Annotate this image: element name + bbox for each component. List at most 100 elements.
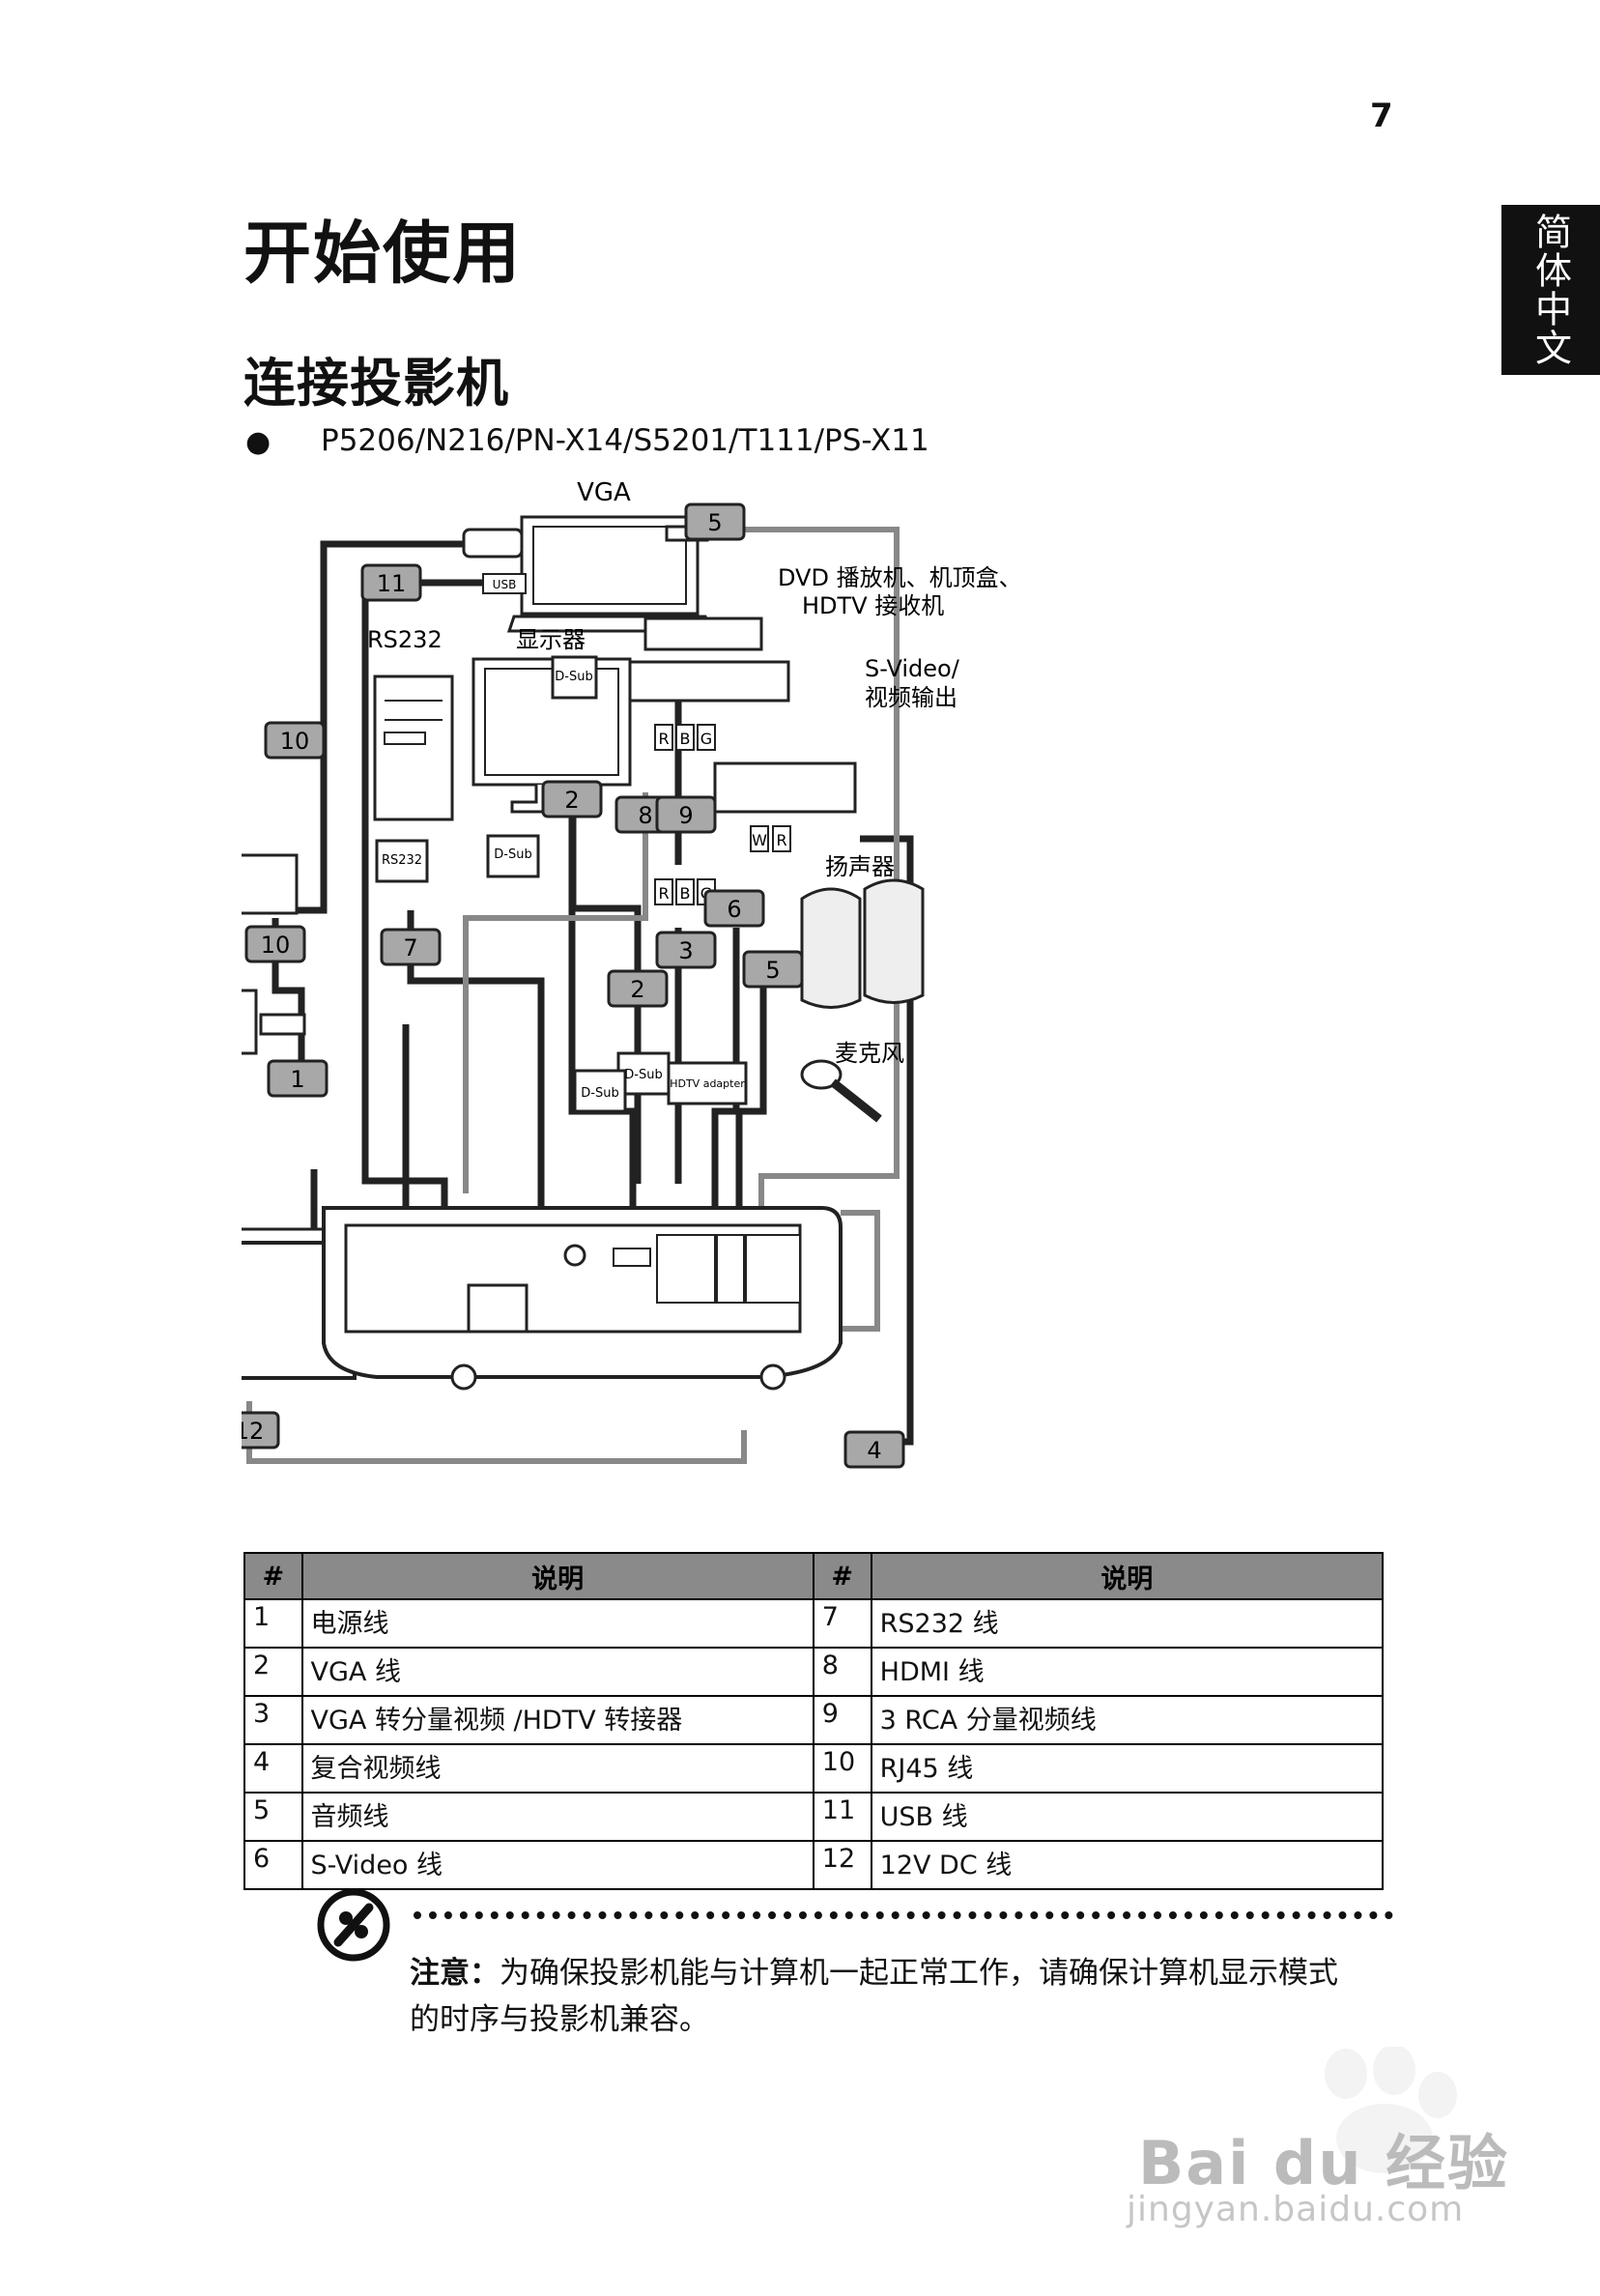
table-row: 3 VGA 转分量视频 /HDTV 转接器 9 3 RCA 分量视频线	[243, 1695, 1385, 1745]
plug-w: W	[752, 831, 767, 849]
label-dsub-1: D-Sub	[555, 670, 592, 684]
note-divider	[414, 1911, 1393, 1919]
cable-badge-number: 7	[403, 934, 417, 961]
cable-badge-c11: 11	[360, 563, 422, 602]
cable-badge-number: 10	[280, 728, 310, 755]
plug-b1: B	[680, 730, 691, 748]
cell-desc: RS232 线	[870, 1598, 1385, 1649]
watermark-url: jingyan.baidu.com	[1127, 2190, 1465, 2229]
label-rs232: RS232	[367, 626, 443, 653]
cell-desc: VGA 转分量视频 /HDTV 转接器	[300, 1695, 814, 1745]
cell-num: 2	[243, 1647, 303, 1697]
header-desc-1: 说明	[300, 1552, 814, 1600]
microphone	[800, 1059, 882, 1123]
cell-num: 10	[812, 1743, 872, 1794]
label-dvd: DVD 播放机、机顶盒、	[778, 564, 1022, 591]
plug-r2: R	[658, 884, 669, 903]
label-monitor: 显示器	[516, 626, 586, 653]
language-tab: 简体中文	[1501, 205, 1600, 375]
cable-badge-number: 3	[678, 937, 693, 964]
cell-desc: USB 线	[870, 1792, 1385, 1842]
computer-tower	[373, 674, 454, 821]
cell-num: 8	[812, 1647, 872, 1697]
label-hdtv: HDTV 接收机	[802, 592, 944, 619]
cable-badge-c9: 9	[655, 795, 717, 834]
label-dsub-3: D-Sub	[624, 1068, 662, 1082]
label-hdtv-adapter: HDTV adapter	[670, 1077, 745, 1090]
cell-desc: 复合视频线	[300, 1743, 814, 1794]
cable-badge-number: 11	[377, 570, 407, 597]
label-mic: 麦克风	[835, 1040, 904, 1067]
laptop-device	[506, 515, 713, 633]
table-row: 4 复合视频线 10 RJ45 线	[243, 1743, 1385, 1794]
watermark-brand: Bai du 经验	[1138, 2128, 1510, 2198]
dsub-connectors	[375, 655, 748, 1113]
cell-num: 3	[243, 1695, 303, 1745]
rca-plugs	[654, 724, 791, 905]
note-icon	[317, 1888, 390, 1962]
note-body: 为确保投影机能与计算机一起正常工作，请确保计算机显示模式的时序与投影机兼容。	[410, 1956, 1338, 2037]
cable-badge-c6: 6	[703, 889, 765, 928]
cell-desc: 音频线	[300, 1792, 814, 1842]
label-video-out: 视频输出	[865, 684, 957, 711]
watermark-paw-icon	[1325, 2047, 1457, 2173]
header-num-1: #	[243, 1552, 303, 1600]
cable-badge-number: 2	[630, 976, 644, 1003]
plug-r1: R	[658, 730, 669, 748]
usb-plug: USB	[482, 573, 527, 594]
table-row: 2 VGA 线 8 HDMI 线	[243, 1647, 1385, 1697]
cell-desc: 3 RCA 分量视频线	[870, 1695, 1385, 1745]
page-title: 开始使用	[243, 214, 522, 293]
table-row: 1 电源线 7 RS232 线	[243, 1598, 1385, 1649]
cable-table: # 说明 # 说明 1 电源线 7 RS232 线 2 VGA 线 8 HDMI…	[243, 1552, 1385, 1890]
cell-desc: VGA 线	[300, 1647, 814, 1697]
cable-badge-number: 5	[707, 509, 722, 536]
cables-gray	[246, 527, 900, 1464]
cable-svideo	[711, 928, 740, 1210]
cable-badge-number: 2	[564, 787, 579, 814]
wall-sockets	[242, 853, 306, 1055]
table-row: 5 音频线 11 USB 线	[243, 1792, 1385, 1842]
cable-badge-number: 9	[678, 802, 693, 829]
table-header: # 说明 # 说明	[243, 1552, 1385, 1600]
cell-num: 6	[243, 1840, 303, 1890]
cable-badge-c3: 3	[655, 931, 717, 969]
plug-g1: G	[700, 730, 712, 748]
cell-desc: 电源线	[300, 1598, 814, 1649]
cell-desc: 12V DC 线	[870, 1840, 1385, 1890]
cable-badge-c12: 12	[242, 1411, 280, 1449]
cell-num: 11	[812, 1792, 872, 1842]
cable-badge-number: 4	[867, 1437, 881, 1464]
cell-num: 9	[812, 1695, 872, 1745]
cable-badge-number: 6	[727, 896, 741, 923]
cell-num: 4	[243, 1743, 303, 1794]
header-num-2: #	[812, 1552, 872, 1600]
cable-badge-c2a: 2	[541, 780, 603, 818]
cell-num: 12	[812, 1840, 872, 1890]
header-desc-2: 说明	[870, 1552, 1385, 1600]
cell-num: 1	[243, 1598, 303, 1649]
plug-b2: B	[680, 884, 691, 903]
cell-desc: HDMI 线	[870, 1647, 1385, 1697]
cable-badge-number: 12	[242, 1418, 264, 1445]
cable-audio-dvd	[735, 966, 767, 1210]
label-dsub-4: D-Sub	[581, 1086, 618, 1101]
cable-badge-number: 5	[765, 957, 780, 984]
label-vga: VGA	[577, 478, 631, 507]
cell-desc: S-Video 线	[300, 1840, 814, 1890]
cable-badge-c5a: 5	[684, 502, 746, 541]
cable-badge-c2b: 2	[607, 969, 669, 1008]
model-list: P5206/N216/PN-X14/S5201/T111/PS-X11	[321, 423, 929, 458]
table-row: 6 S-Video 线 12 12V DC 线	[243, 1840, 1385, 1890]
label-dsub-2: D-Sub	[494, 847, 531, 862]
rj45-plug-top	[462, 528, 524, 559]
cable-badge-number: 10	[261, 932, 291, 959]
usb-tag: USB	[493, 578, 517, 591]
plug-r3: R	[776, 831, 786, 849]
cable-12v	[246, 1401, 747, 1464]
note: 注意：为确保投影机能与计算机一起正常工作，请确保计算机显示模式的时序与投影机兼容…	[410, 1950, 1357, 2043]
note-label: 注意：	[410, 1956, 500, 1991]
cable-badge-number: 1	[290, 1066, 304, 1093]
label-speaker: 扬声器	[825, 853, 895, 880]
